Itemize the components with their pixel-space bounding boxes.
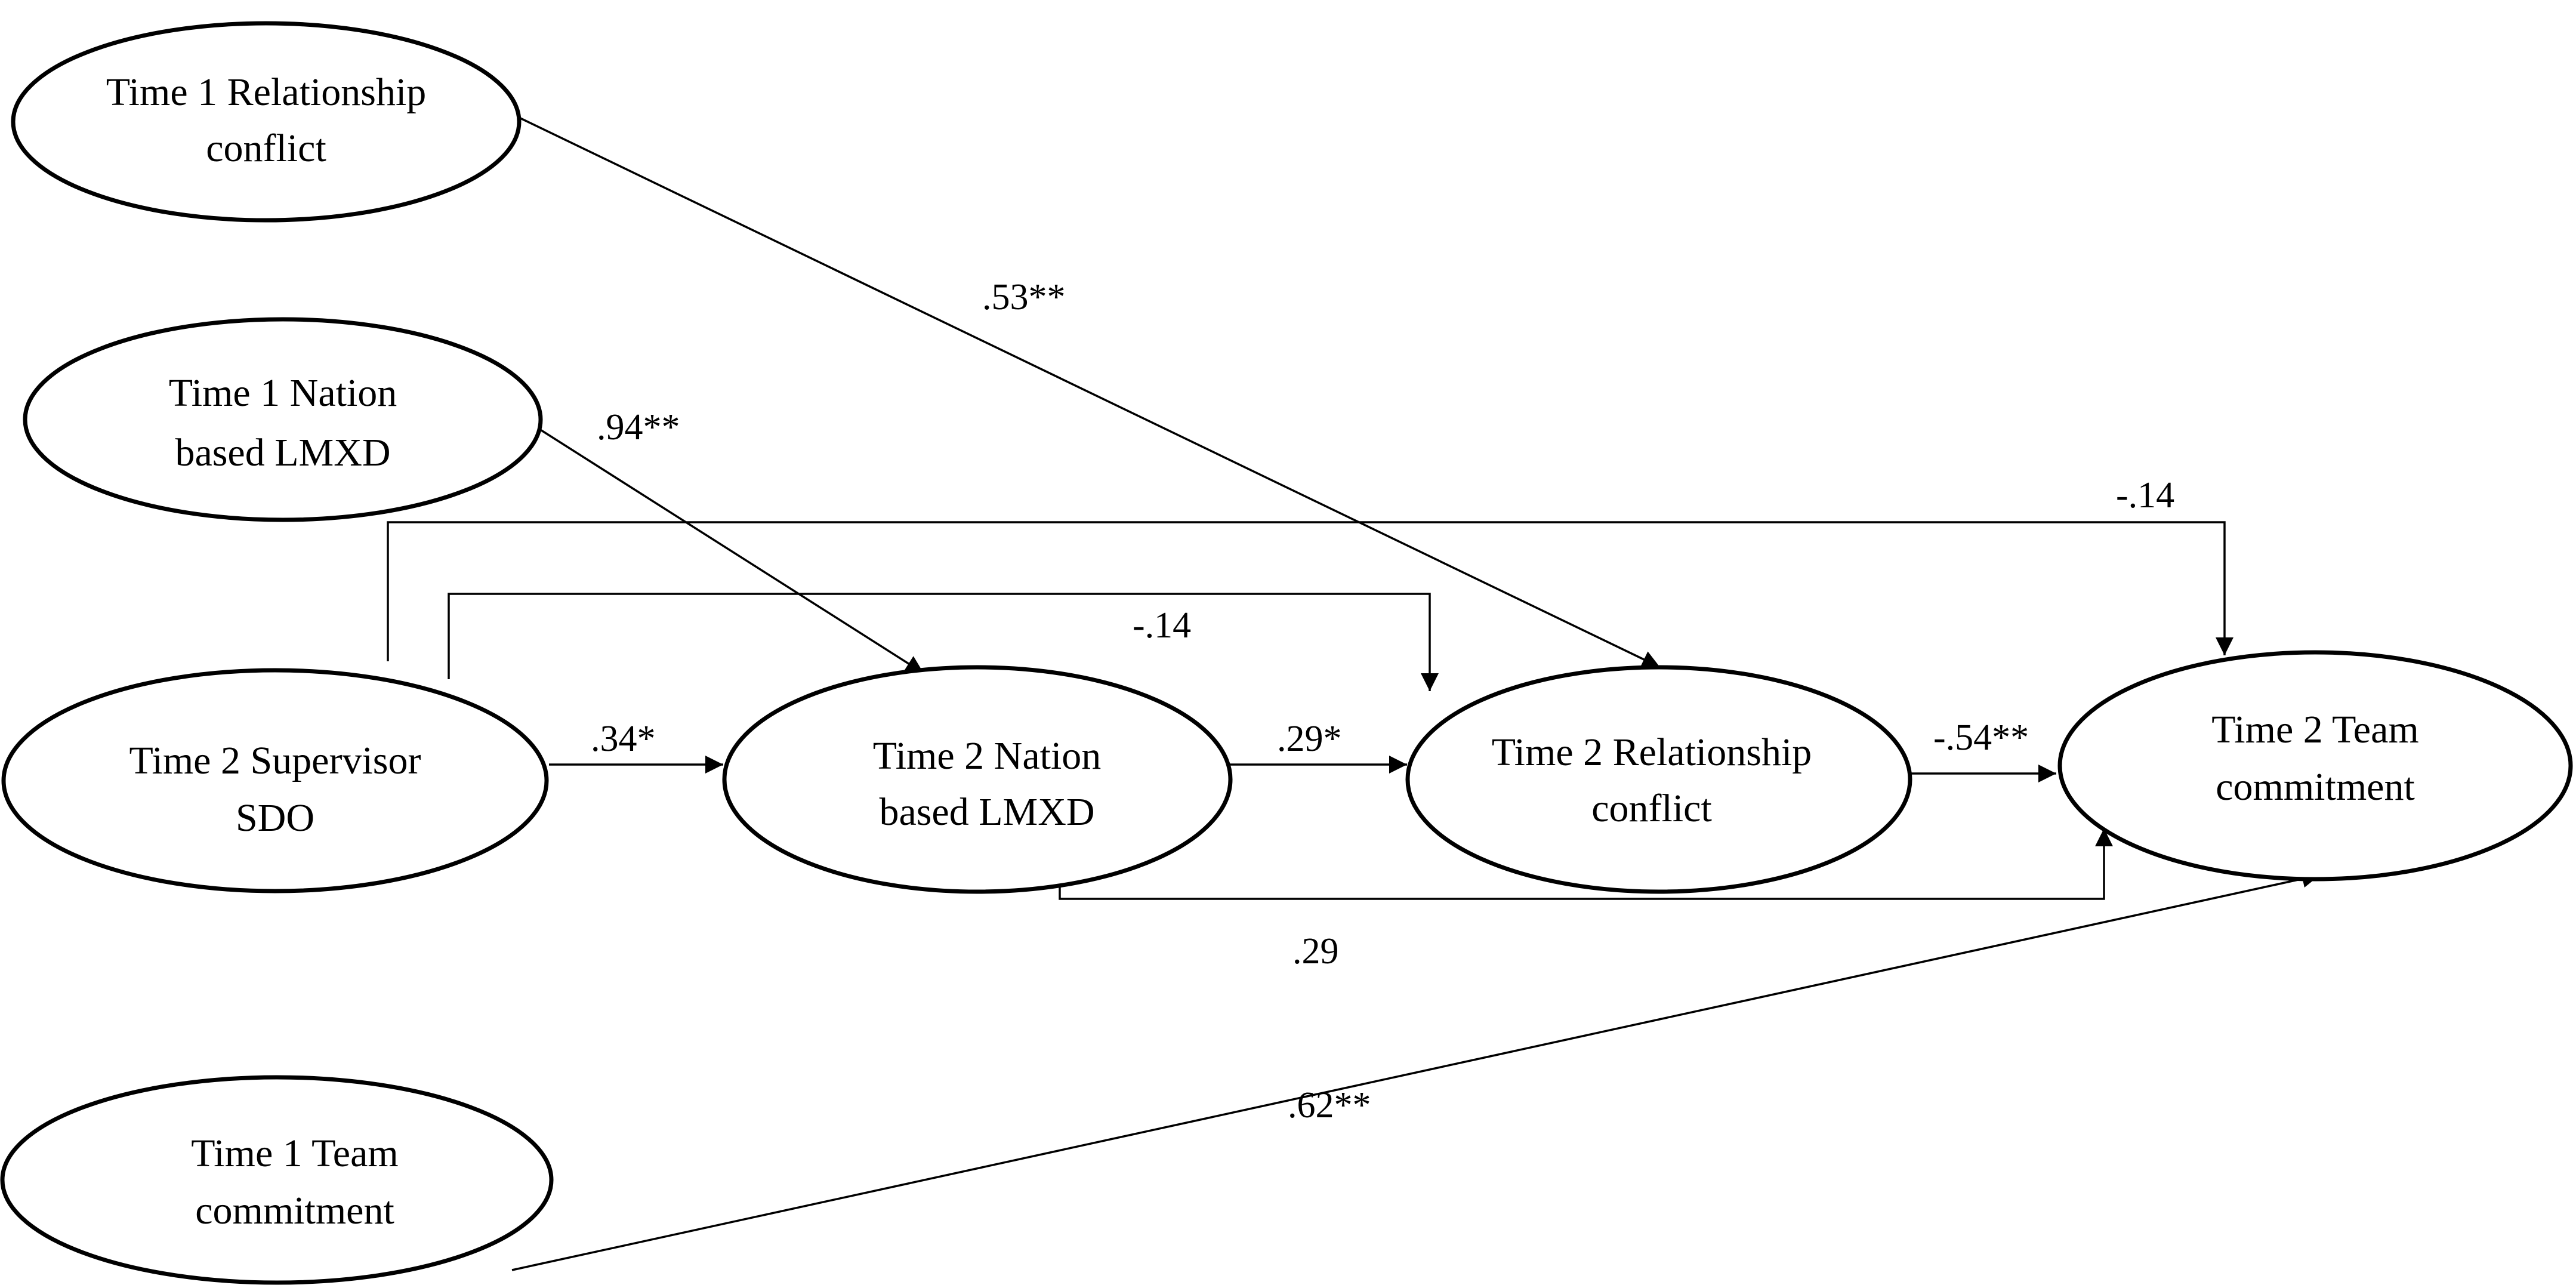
node-label-line1: Time 2 Team [2211, 708, 2418, 751]
edge-label-t1lmxd-to-t2lmxd: .94** [597, 407, 680, 448]
edge-label-sdo-to-t2tc: -.14 [2116, 475, 2174, 516]
edge-label-t2rc-to-t2tc: -.54** [1933, 717, 2029, 758]
node-time1-team-commitment: Time 1 Team commitment [0, 1075, 554, 1285]
edge-label-t1rc-to-t2rc: .53** [982, 277, 1066, 318]
node-label-line2: based LMXD [879, 790, 1094, 834]
edge-label-sdo-to-t2lmxd: .34* [591, 719, 656, 759]
node-label-line1: Time 1 Team [191, 1132, 398, 1175]
node-label-line2: commitment [2216, 765, 2415, 809]
node-label-line1: Time 2 Supervisor [129, 739, 421, 782]
node-time2-relationship-conflict: Time 2 Relationship conflict [1405, 665, 1912, 894]
node-time1-nation-based-lmxd: Time 1 Nation based LMXD [23, 317, 543, 522]
node-label-line1: Time 1 Nation [169, 371, 397, 415]
edge-t1-team-commitment-to-t2-team-commitment [511, 870, 2321, 1271]
node-label-line2: SDO [236, 796, 314, 840]
node-label-line2: commitment [195, 1189, 394, 1232]
node-label-line1: Time 2 Relationship [1492, 731, 1812, 774]
node-label-line1: Time 2 Nation [873, 734, 1102, 778]
node-label-line2: conflict [1591, 787, 1712, 830]
edge-label-t2lmxd-to-t2tc: .29 [1292, 931, 1339, 972]
node-time2-supervisor-sdo: Time 2 Supervisor SDO [1, 668, 549, 893]
edge-t1-nation-lmxd-to-t2-nation-lmxd [532, 424, 924, 674]
edge-t2-supervisor-sdo-to-t2-team-commitment [387, 521, 2233, 661]
edge-label-t1tc-to-t2tc: .62** [1288, 1085, 1371, 1126]
node-label-line1: Time 1 Relationship [106, 70, 427, 114]
node-time2-team-commitment: Time 2 Team commitment [2057, 650, 2573, 882]
node-time1-relationship-conflict: Time 1 Relationship conflict [11, 21, 522, 223]
node-label-line2: conflict [206, 127, 326, 170]
node-label-line2: based LMXD [175, 431, 390, 474]
edge-label-sdo-to-t2rc: -.14 [1133, 605, 1191, 646]
edge-t2-supervisor-sdo-to-t2-relationship-conflict [448, 593, 1439, 691]
node-time2-nation-based-lmxd: Time 2 Nation based LMXD [722, 665, 1233, 894]
edge-t1-relationship-conflict-to-t2-relationship-conflict [520, 117, 1661, 668]
edge-label-t2lmxd-to-t2rc: .29* [1277, 719, 1342, 759]
